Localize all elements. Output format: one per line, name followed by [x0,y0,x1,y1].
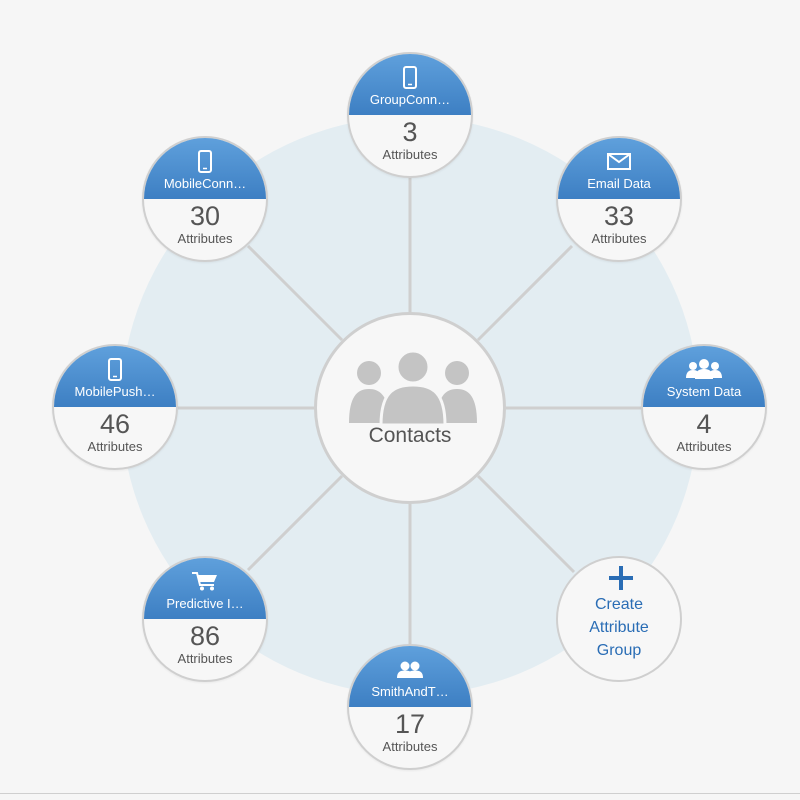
node-unit: Attributes [676,439,732,454]
connector-predictive [246,474,344,572]
attribute-group-predictive[interactable]: Predictive I… 86 Attributes [142,556,268,682]
connector-email-data [476,244,574,342]
envelope-icon [607,152,631,170]
node-title: GroupConn… [369,92,451,107]
bottom-divider [0,793,800,794]
contacts-group-icon [349,349,477,425]
node-title: Email Data [587,176,651,191]
node-count: 86 [189,621,221,651]
create-label-line-3: Group [596,642,642,659]
attribute-group-smithandt[interactable]: SmithAndT… 17 Attributes [347,644,473,770]
shopping-cart-icon [192,572,217,591]
node-unit: Attributes [177,231,233,246]
node-count: 30 [189,201,221,231]
create-attribute-group-button[interactable]: Create Attribute Group [556,556,682,682]
node-unit: Attributes [87,439,143,454]
attribute-group-mobileconn[interactable]: MobileConn… 30 Attributes [142,136,268,262]
node-count: 3 [402,117,418,147]
node-unit: Attributes [177,651,233,666]
mobile-device-icon [108,357,122,381]
node-count: 33 [603,201,635,231]
node-title: SmithAndT… [371,684,449,699]
contacts-center-node[interactable]: Contacts [314,312,506,504]
node-unit: Attributes [382,739,438,754]
people-group-icon [686,359,722,379]
node-unit: Attributes [591,231,647,246]
people-pair-icon [397,661,423,678]
attribute-group-groupconn[interactable]: GroupConn… 3 Attributes [347,52,473,178]
node-title: System Data [666,384,742,399]
node-title: MobileConn… [163,176,247,191]
node-unit: Attributes [382,147,438,162]
attribute-group-system-data[interactable]: System Data 4 Attributes [641,344,767,470]
create-label-line-1: Create [594,596,644,613]
node-header [144,558,266,619]
mobile-device-icon [403,65,417,89]
connector-create-group [476,474,576,574]
attribute-group-mobilepush[interactable]: MobilePush… 46 Attributes [52,344,178,470]
attribute-group-email-data[interactable]: Email Data 33 Attributes [556,136,682,262]
node-title: MobilePush… [74,384,156,399]
node-count: 4 [696,409,712,439]
create-label-line-2: Attribute [589,619,649,636]
mobile-device-icon [198,149,212,173]
node-count: 17 [394,709,426,739]
center-label: Contacts [368,424,452,447]
node-count: 46 [99,409,131,439]
plus-icon [609,566,633,590]
connector-mobileconn [246,244,344,342]
node-title: Predictive I… [166,596,244,611]
